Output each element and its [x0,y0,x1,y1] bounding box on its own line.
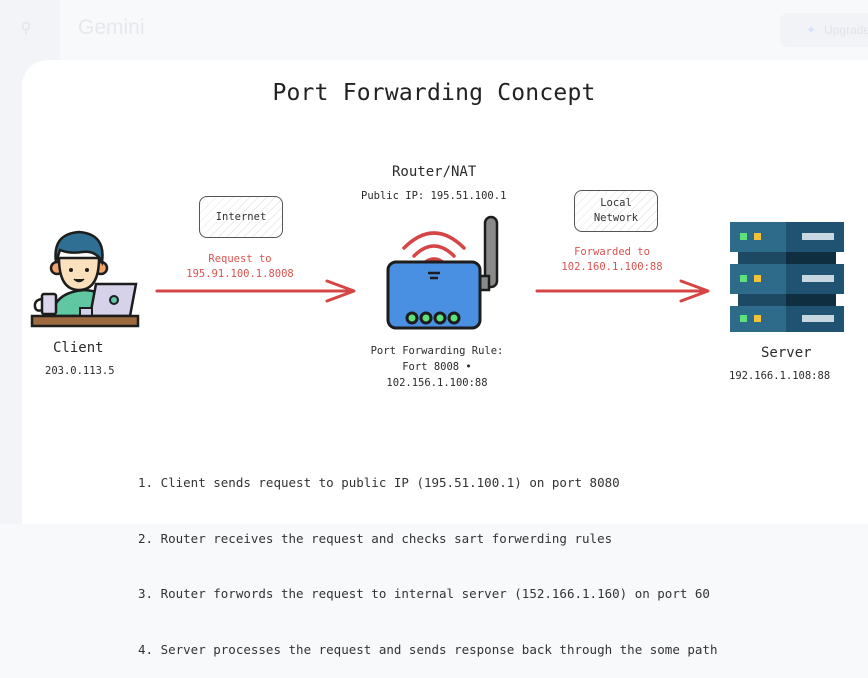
wifi-router-icon [386,215,499,330]
forward-label: Forwarded to 102.160.1.100:88 [548,245,676,275]
step-item: 3. Router forwords the request to intern… [138,586,710,601]
internet-label: Internet [215,210,267,223]
upgrade-label: Upgrade [824,23,868,37]
local-network-box: Local Network [574,190,658,232]
client-label: Client [53,340,104,356]
internet-box: Internet [199,196,283,238]
forward-label-line2: 102.160.1.100:88 [561,261,663,273]
step-item: 1. Client sends request to public IP (19… [138,475,620,490]
server-rack-icon [730,222,844,332]
sparkle-icon: ✦ [806,23,817,37]
person-at-laptop-icon [30,230,140,328]
steps-list: 1. Client sends request to public IP (19… [138,437,717,678]
router-label: Router/NAT [392,164,477,180]
request-label-line1: Request to [208,253,272,265]
server-label: Server [761,345,812,361]
search-icon[interactable]: ⚲ [20,19,32,37]
request-label: Request to 195.91.100.1.8008 [178,252,302,282]
arrow-client-to-router [155,279,356,303]
arrow-router-to-server [535,279,710,303]
local-network-line1: Local [600,197,632,209]
rule-port: Fort 8008 • [402,361,472,373]
rule-title: Port Forwarding Rule: [370,345,504,357]
upgrade-button[interactable]: ✦ Upgrade [780,13,868,47]
step-item: 4. Server processes the request and send… [138,641,718,657]
step-item: 2. Router receives the request and check… [138,530,613,546]
port-forwarding-rule: Port Forwarding Rule: Fort 8008 • 102.15… [352,343,522,391]
router-public-ip: Public IP: 195.51.100.1 [361,190,507,202]
forward-label-line1: Forwarded to [574,246,650,258]
request-label-line2: 195.91.100.1.8008 [186,268,294,280]
local-network-line2: Network [593,212,639,224]
diagram-title: Port Forwarding Concept [272,80,596,106]
server-ip: 192.166.1.108:88 [729,370,831,382]
background-app-title: Gemini [78,16,145,39]
rule-target: 102.156.1.100:88 [386,377,488,389]
client-ip: 203.0.113.5 [45,365,115,377]
